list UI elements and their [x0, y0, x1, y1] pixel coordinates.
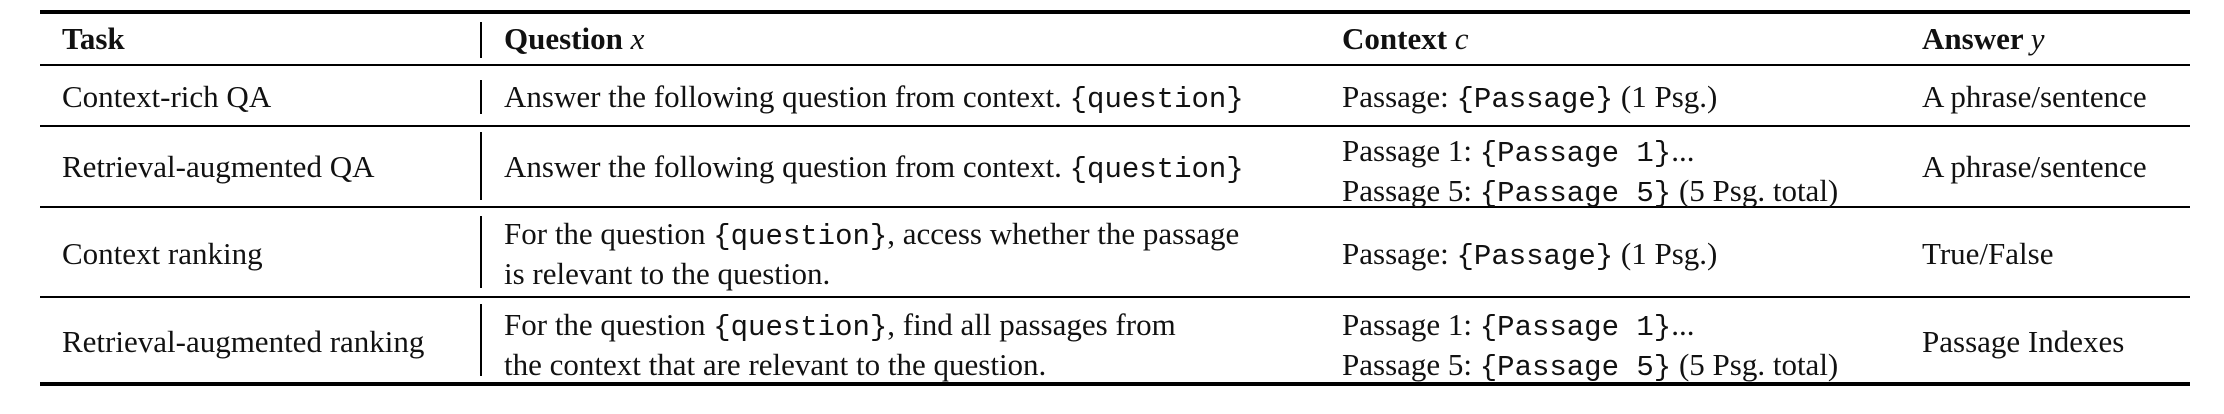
row-task: Retrieval-augmented ranking [62, 324, 425, 359]
row-task: Retrieval-augmented QA [62, 149, 375, 184]
header-context: Context c [1342, 21, 1469, 56]
row-answer: A phrase/sentence [1922, 149, 2147, 184]
header-question: Question x [504, 21, 645, 56]
context-line: Passage 1: {Passage 1}... [1342, 133, 1695, 170]
column-separator [480, 132, 482, 200]
bottom-rule [40, 382, 2190, 386]
question-line: the context that are relevant to the que… [504, 347, 1047, 382]
row-task: Context-rich QA [62, 79, 272, 114]
row-question: For the question {question}, access whet… [504, 215, 1239, 292]
row-context: Passage 1: {Passage 1}... Passage 5: {Pa… [1342, 306, 1838, 386]
row-rule [40, 296, 2190, 298]
header-rule [40, 64, 2190, 66]
context-line: Passage 1: {Passage 1}... [1342, 307, 1695, 344]
row-rule [40, 206, 2190, 208]
row-answer: A phrase/sentence [1922, 79, 2147, 114]
context-line: Passage 5: {Passage 5} (5 Psg. total) [1342, 173, 1839, 210]
top-rule [40, 10, 2190, 14]
row-rule [40, 125, 2190, 127]
row-context: Passage: {Passage} (1 Psg.) [1342, 79, 1718, 116]
row-question: For the question {question}, find all pa… [504, 306, 1176, 383]
header-task: Task [62, 21, 125, 56]
context-line: Passage 5: {Passage 5} (5 Psg. total) [1342, 347, 1839, 384]
row-context: Passage: {Passage} (1 Psg.) [1342, 236, 1718, 273]
header-answer: Answer y [1922, 21, 2045, 56]
column-separator [480, 80, 482, 114]
row-question: Answer the following question from conte… [504, 149, 1244, 186]
row-task: Context ranking [62, 236, 263, 271]
column-separator [480, 304, 482, 376]
column-separator [480, 22, 482, 58]
question-line: is relevant to the question. [504, 256, 831, 291]
row-context: Passage 1: {Passage 1}... Passage 5: {Pa… [1342, 132, 1838, 212]
row-answer: True/False [1922, 236, 2054, 271]
row-question: Answer the following question from conte… [504, 79, 1244, 116]
column-separator [480, 216, 482, 288]
question-line: For the question {question}, access whet… [504, 216, 1240, 253]
row-answer: Passage Indexes [1922, 324, 2125, 359]
question-line: For the question {question}, find all pa… [504, 307, 1176, 344]
